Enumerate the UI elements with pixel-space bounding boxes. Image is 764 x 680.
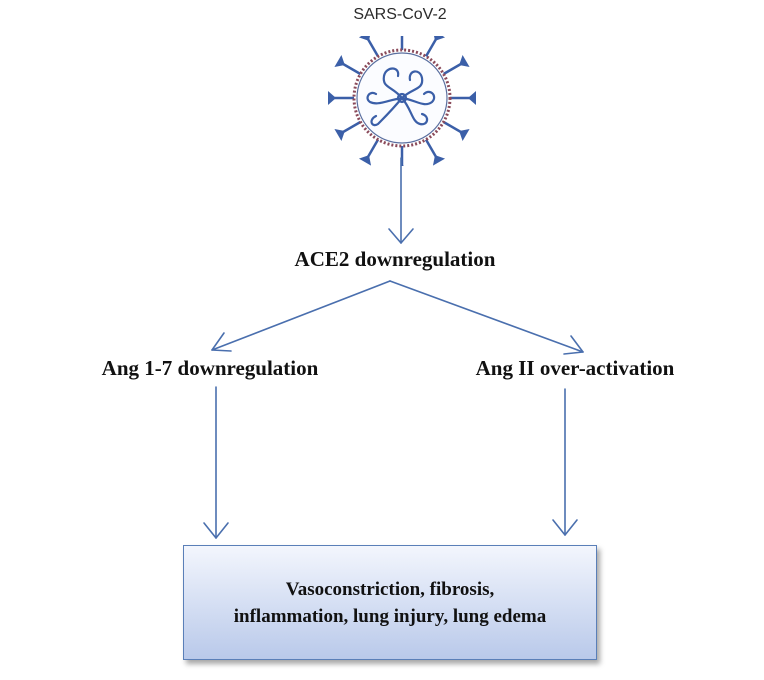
virus-spike-head bbox=[328, 91, 336, 105]
arrow-virus-to-ace2 bbox=[388, 157, 414, 244]
virus-spike bbox=[342, 62, 362, 76]
arrow-ang17-to-outcome bbox=[203, 386, 229, 539]
ace2-downregulation-node: ACE2 downregulation bbox=[294, 247, 496, 271]
virus-spike-head bbox=[434, 36, 446, 41]
virus-spike-head bbox=[358, 155, 372, 166]
virus-label: SARS-CoV-2 bbox=[353, 6, 447, 23]
arrow-ace2-to-ang2 bbox=[389, 280, 584, 355]
outcome-box: Vasoconstriction, fibrosis, inflammation… bbox=[183, 545, 597, 660]
virus-spike bbox=[442, 62, 462, 76]
virus-spike-head bbox=[334, 54, 345, 68]
virus-spike-head bbox=[334, 128, 345, 142]
virus-spike bbox=[342, 120, 362, 134]
virus-spike-head bbox=[432, 155, 446, 166]
virus-spike-head bbox=[358, 36, 370, 41]
outcome-text: Vasoconstriction, fibrosis, inflammation… bbox=[233, 578, 547, 627]
virus-spike-head bbox=[459, 128, 470, 142]
ang2-overactivation-node: Ang II over-activation bbox=[475, 356, 675, 380]
virus-spike-head bbox=[468, 91, 476, 105]
virus-spike bbox=[366, 38, 380, 58]
ang17-downregulation-node: Ang 1-7 downregulation bbox=[101, 356, 319, 380]
arrow-ang2-to-outcome bbox=[552, 388, 578, 536]
arrow-ace2-to-ang17 bbox=[211, 280, 391, 352]
coronavirus-icon bbox=[328, 36, 476, 166]
virus-spike bbox=[366, 138, 380, 158]
virus-spike bbox=[424, 138, 438, 158]
virus-spike bbox=[442, 120, 462, 134]
virus-spike bbox=[424, 38, 438, 58]
virus-spike-head bbox=[459, 54, 470, 68]
